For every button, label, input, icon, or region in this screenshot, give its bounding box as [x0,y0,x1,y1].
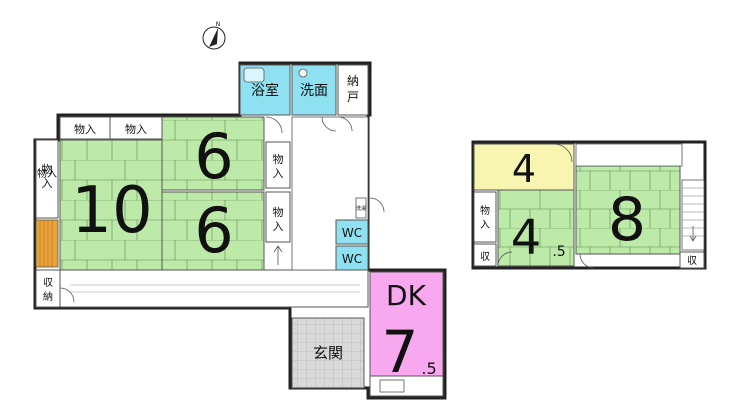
storage-shuno [35,269,61,308]
room-bath-label: 浴室 [251,82,279,99]
storage-shuno-label-2: 納 [43,290,53,303]
storage-right-lower [265,191,291,243]
storage-top-1-label: 物入 [74,122,96,136]
room-washroom-label: 洗面 [300,83,328,99]
room-6-tatami-upper [161,116,265,191]
floor2 [471,140,707,270]
room-nando-label-2: 戸 [347,90,359,104]
storage-left [35,139,59,219]
storage-left-label-bot: 入 [42,177,53,190]
stairs [681,179,705,251]
storage-right-lower-label-2: 入 [273,220,284,233]
room-6b-number: 6 [194,194,233,267]
storage-right-upper-label-2: 入 [273,167,284,180]
washing-tag-label: 洗濯 [356,205,366,212]
room-wc-2-label: WC [342,252,362,266]
room-dk [369,271,444,377]
storage-f2-label-2: 入 [480,220,490,231]
corridor [35,269,369,308]
floor1: 物入 物入 物入 収 納 [33,61,447,400]
room-10-number: 10 [71,174,152,248]
storage-top-2-label: 物入 [125,122,147,136]
room-8-tatami [575,165,681,255]
north-arrow-icon: N [202,21,226,50]
room-4 [473,143,575,191]
room-wc-1 [335,219,369,245]
sink-icon [298,68,308,78]
room-dk-label: DK [386,279,427,312]
room-6a-number: 6 [194,120,233,193]
compass-letter: N [216,21,221,28]
storage-f2-label-1: 物 [480,204,490,217]
storage-f2-monoire [473,191,497,243]
room-4-5-number: 4 [511,210,542,266]
washing-machine-tag [355,197,367,219]
storage-left-label-1: 物入 [37,167,57,180]
tokonoma [35,219,59,268]
bathtub [243,67,265,83]
kitchen-sink-icon [379,379,405,393]
room-wc-1-label: WC [342,226,362,240]
room-4-5-tatami [497,189,575,267]
storage-right-upper-label-1: 物 [273,152,284,166]
storage-f2-shu-left-label: 収 [480,251,490,263]
storage-f2-shu-right-label: 収 [687,255,697,267]
room-nando-label-1: 納 [347,74,359,88]
room-wc-2 [335,245,369,271]
room-4-number: 4 [512,147,536,191]
room-nando [337,64,369,116]
room-dk-decimal: .5 [421,359,436,378]
storage-right-upper [265,141,291,189]
storage-f2-shu-left [473,243,497,267]
room-10-tatami [59,139,163,271]
room-4-5-decimal: .5 [552,244,565,260]
room-dk-number: 7 [382,318,419,386]
room-entrance [291,317,365,389]
storage-right-lower-label-1: 物 [273,205,284,219]
room-8-number: 8 [608,185,646,255]
room-entrance-label: 玄関 [313,344,343,362]
storage-left-label-top: 物 [42,162,53,176]
storage-f2-shu-right [679,251,705,269]
storage-shuno-label-1: 収 [43,277,53,289]
